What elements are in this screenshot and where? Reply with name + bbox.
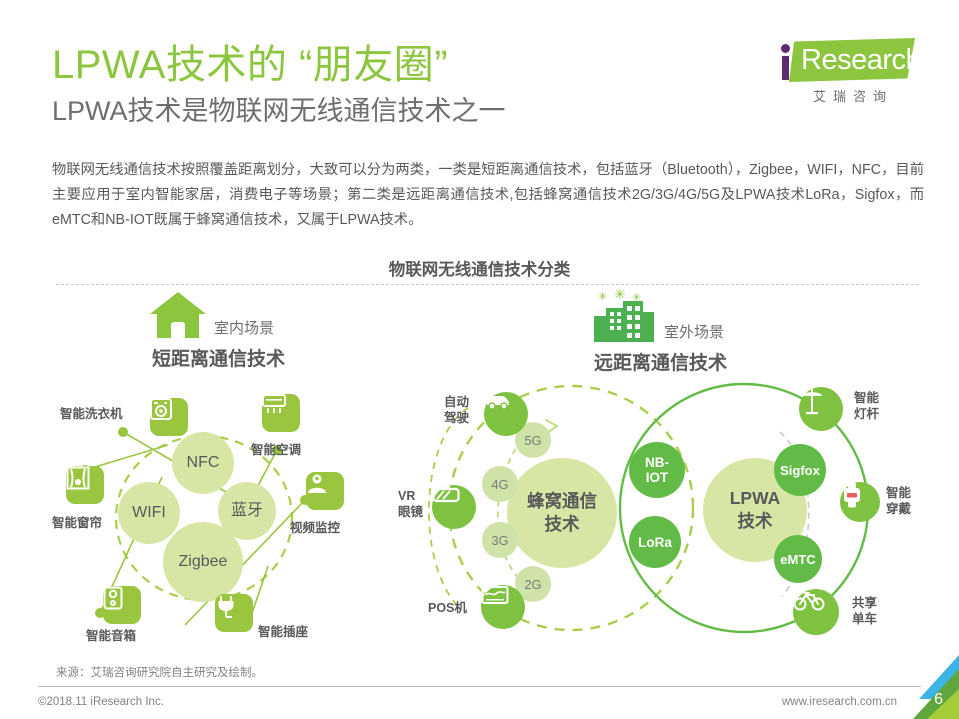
outdoor-scene-label: 室外场景 xyxy=(664,324,725,341)
cellular-disc: 蜂窝通信 技术 xyxy=(507,458,617,568)
diagram-canvas: NFC WIFI 蓝牙 Zigbee 智能洗衣机 智能空调 智能窗帘 视频监控 … xyxy=(0,370,959,660)
pos-machine-label: POS机 xyxy=(428,601,467,615)
logo-parallelogram xyxy=(789,38,915,82)
badge-nbiot-line2: IOT xyxy=(645,470,669,485)
badge-nbiot: NB- IOT xyxy=(629,442,685,498)
badge-emtc: eMTC xyxy=(774,535,822,583)
indoor-scene-label: 室内场景 xyxy=(214,320,275,337)
smart-socket-icon xyxy=(215,594,253,632)
smart-curtain-icon xyxy=(66,466,104,504)
vr-glasses-label: VR 眼镜 xyxy=(398,488,423,520)
autonomous-driving-icon xyxy=(484,392,528,436)
copyright-text: ©2018.11 iResearch Inc. xyxy=(38,696,164,708)
smart-lamp-post-line2: 灯杆 xyxy=(854,407,880,421)
shared-bike-icon xyxy=(793,589,839,635)
smart-aircon-label: 智能空调 xyxy=(251,443,302,457)
generation-disc-3g: 3G xyxy=(482,522,518,558)
shared-bike-line1: 共享 xyxy=(852,596,878,610)
section-header-indoor: 室内场景 短距离通信技术 xyxy=(150,292,285,371)
badge-lora: LoRa xyxy=(629,516,681,568)
footer-divider xyxy=(38,686,921,687)
indoor-headline: 短距离通信技术 xyxy=(152,349,286,370)
cellular-label-line1: 蜂窝通信 xyxy=(527,491,597,511)
smart-lamp-post-label: 智能 灯杆 xyxy=(854,390,879,422)
website-url: www.iresearch.com.cn xyxy=(781,696,897,708)
vr-glasses-line2: 眼镜 xyxy=(398,505,424,519)
smart-washer-icon xyxy=(150,398,188,436)
tech-disc-wifi: WIFI xyxy=(118,482,180,544)
source-note: 来源：艾瑞咨询研究院自主研究及绘制。 xyxy=(56,667,263,679)
logo-mark: Research xyxy=(775,38,922,84)
video-monitor-label: 视频监控 xyxy=(290,521,341,535)
page-number: 6 xyxy=(934,691,943,708)
page-title: LPWA技术的 “朋友圈” xyxy=(52,43,449,87)
smart-wearable-icon xyxy=(840,482,880,522)
buildings-icon: ✳ ✳ ✳ xyxy=(592,287,656,342)
section-header-outdoor: ✳ ✳ ✳ 室外场 xyxy=(592,287,728,375)
logo-chinese-name: 艾瑞咨询 xyxy=(812,89,893,104)
smart-wearable-label: 智能 穿戴 xyxy=(886,485,911,517)
autonomous-driving-line2: 驾驶 xyxy=(444,411,470,425)
cellular-label-line2: 技术 xyxy=(544,514,580,534)
vr-glasses-line1: VR xyxy=(398,489,416,503)
smart-speaker-icon xyxy=(103,586,141,624)
lpwa-label-line2: 技术 xyxy=(737,511,773,531)
autonomous-driving-line1: 自动 xyxy=(444,395,470,409)
iresearch-logo: Research 艾瑞咨询 xyxy=(775,38,922,108)
autonomous-driving-label: 自动 驾驶 xyxy=(444,394,469,426)
logo-i-stem-icon xyxy=(782,56,789,80)
smart-wearable-line1: 智能 xyxy=(886,486,912,500)
lpwa-label-line1: LPWA xyxy=(729,488,781,508)
intro-paragraph: 物联网无线通信技术按照覆盖距离划分，大致可以分为两类，一类是短距离通信技术，包括… xyxy=(52,162,924,228)
chart-title: 物联网无线通信技术分类 xyxy=(388,261,571,279)
pos-machine-icon xyxy=(481,585,525,629)
shared-bike-line2: 单车 xyxy=(852,612,878,626)
smart-lamp-post-line1: 智能 xyxy=(854,391,880,405)
generation-disc-2g: 2G xyxy=(515,566,551,602)
tech-disc-nfc: NFC xyxy=(172,432,234,494)
smart-speaker-label: 智能音箱 xyxy=(86,629,137,643)
shared-bike-label: 共享 单车 xyxy=(852,595,877,627)
video-monitor-icon xyxy=(306,472,344,510)
vr-glasses-icon xyxy=(432,485,476,529)
chart-divider xyxy=(56,284,919,285)
smart-wearable-line2: 穿戴 xyxy=(886,502,912,516)
page-subtitle: LPWA技术是物联网无线通信技术之一 xyxy=(52,96,506,126)
logo-i-dot-icon xyxy=(781,44,790,53)
corner-decoration xyxy=(913,655,959,719)
logo-wordmark: Research xyxy=(801,44,922,76)
smart-lamp-post-icon xyxy=(799,387,843,431)
tech-disc-zigbee: Zigbee xyxy=(163,522,243,602)
smart-curtain-label: 智能窗帘 xyxy=(52,516,103,530)
smart-socket-label: 智能插座 xyxy=(258,625,309,639)
house-icon xyxy=(150,292,206,338)
smart-washer-label: 智能洗衣机 xyxy=(60,407,123,421)
smart-aircon-icon xyxy=(262,394,300,432)
generation-disc-4g: 4G xyxy=(482,466,518,502)
badge-sigfox: Sigfox xyxy=(774,444,826,496)
outdoor-headline: 远距离通信技术 xyxy=(594,353,728,374)
badge-nbiot-line1: NB- xyxy=(645,455,669,470)
